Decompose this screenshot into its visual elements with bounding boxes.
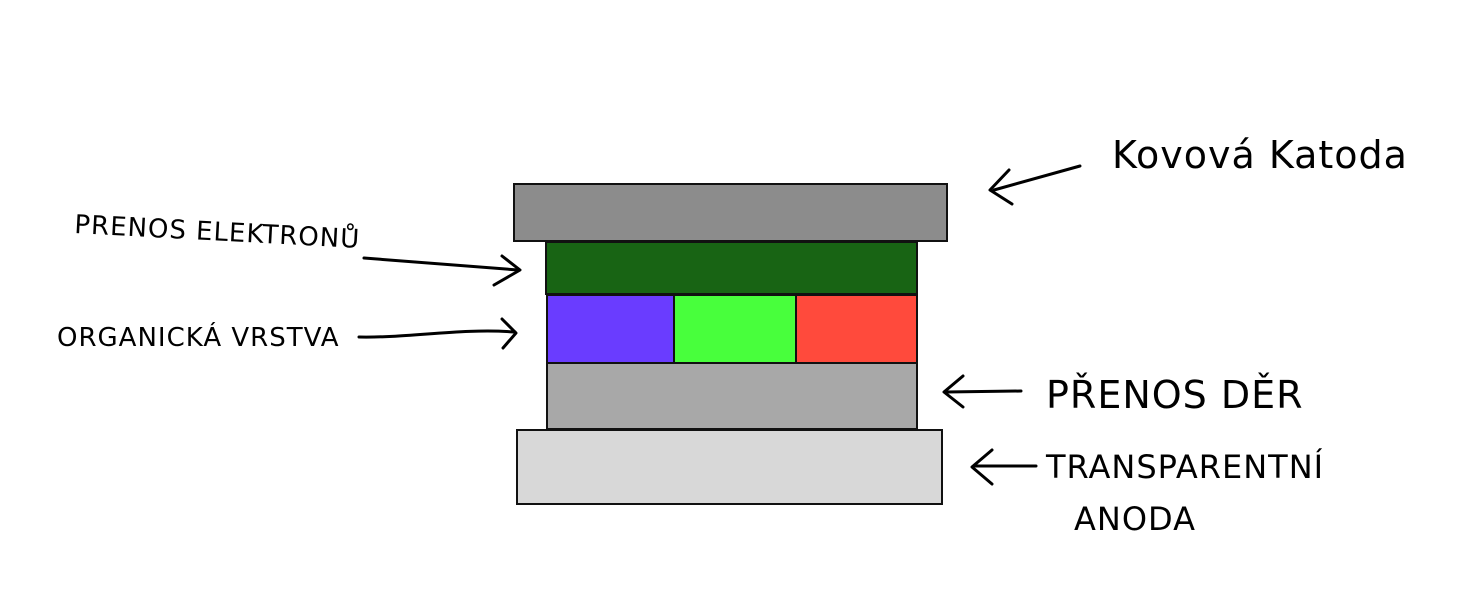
anode-arrow — [970, 448, 1038, 486]
cathode-label: Kovová Katoda — [1112, 133, 1408, 177]
hole-transport-arrow — [942, 374, 1023, 409]
anode-layer — [516, 429, 943, 505]
hole-transport-layer — [546, 362, 918, 430]
hole-transport-label: PŘENOS DĚR — [1046, 373, 1304, 417]
organic-layer-green — [673, 294, 797, 364]
cathode-arrow — [988, 164, 1082, 206]
cathode-layer — [513, 183, 948, 242]
electron-transport-arrow — [362, 254, 522, 287]
organic-layer-arrow — [357, 317, 518, 350]
organic-layer-blue — [546, 294, 675, 364]
anode-label-line2: ANODA — [1074, 500, 1196, 538]
electron-transport-label: PRENOS ELEKTRONŮ — [74, 208, 361, 255]
organic-layer-label: ORGANICKÁ VRSTVA — [57, 321, 340, 353]
organic-layer-red — [795, 294, 918, 364]
anode-label-line1: TRANSPARENTNÍ — [1045, 448, 1324, 486]
electron-transport-layer — [545, 241, 918, 295]
